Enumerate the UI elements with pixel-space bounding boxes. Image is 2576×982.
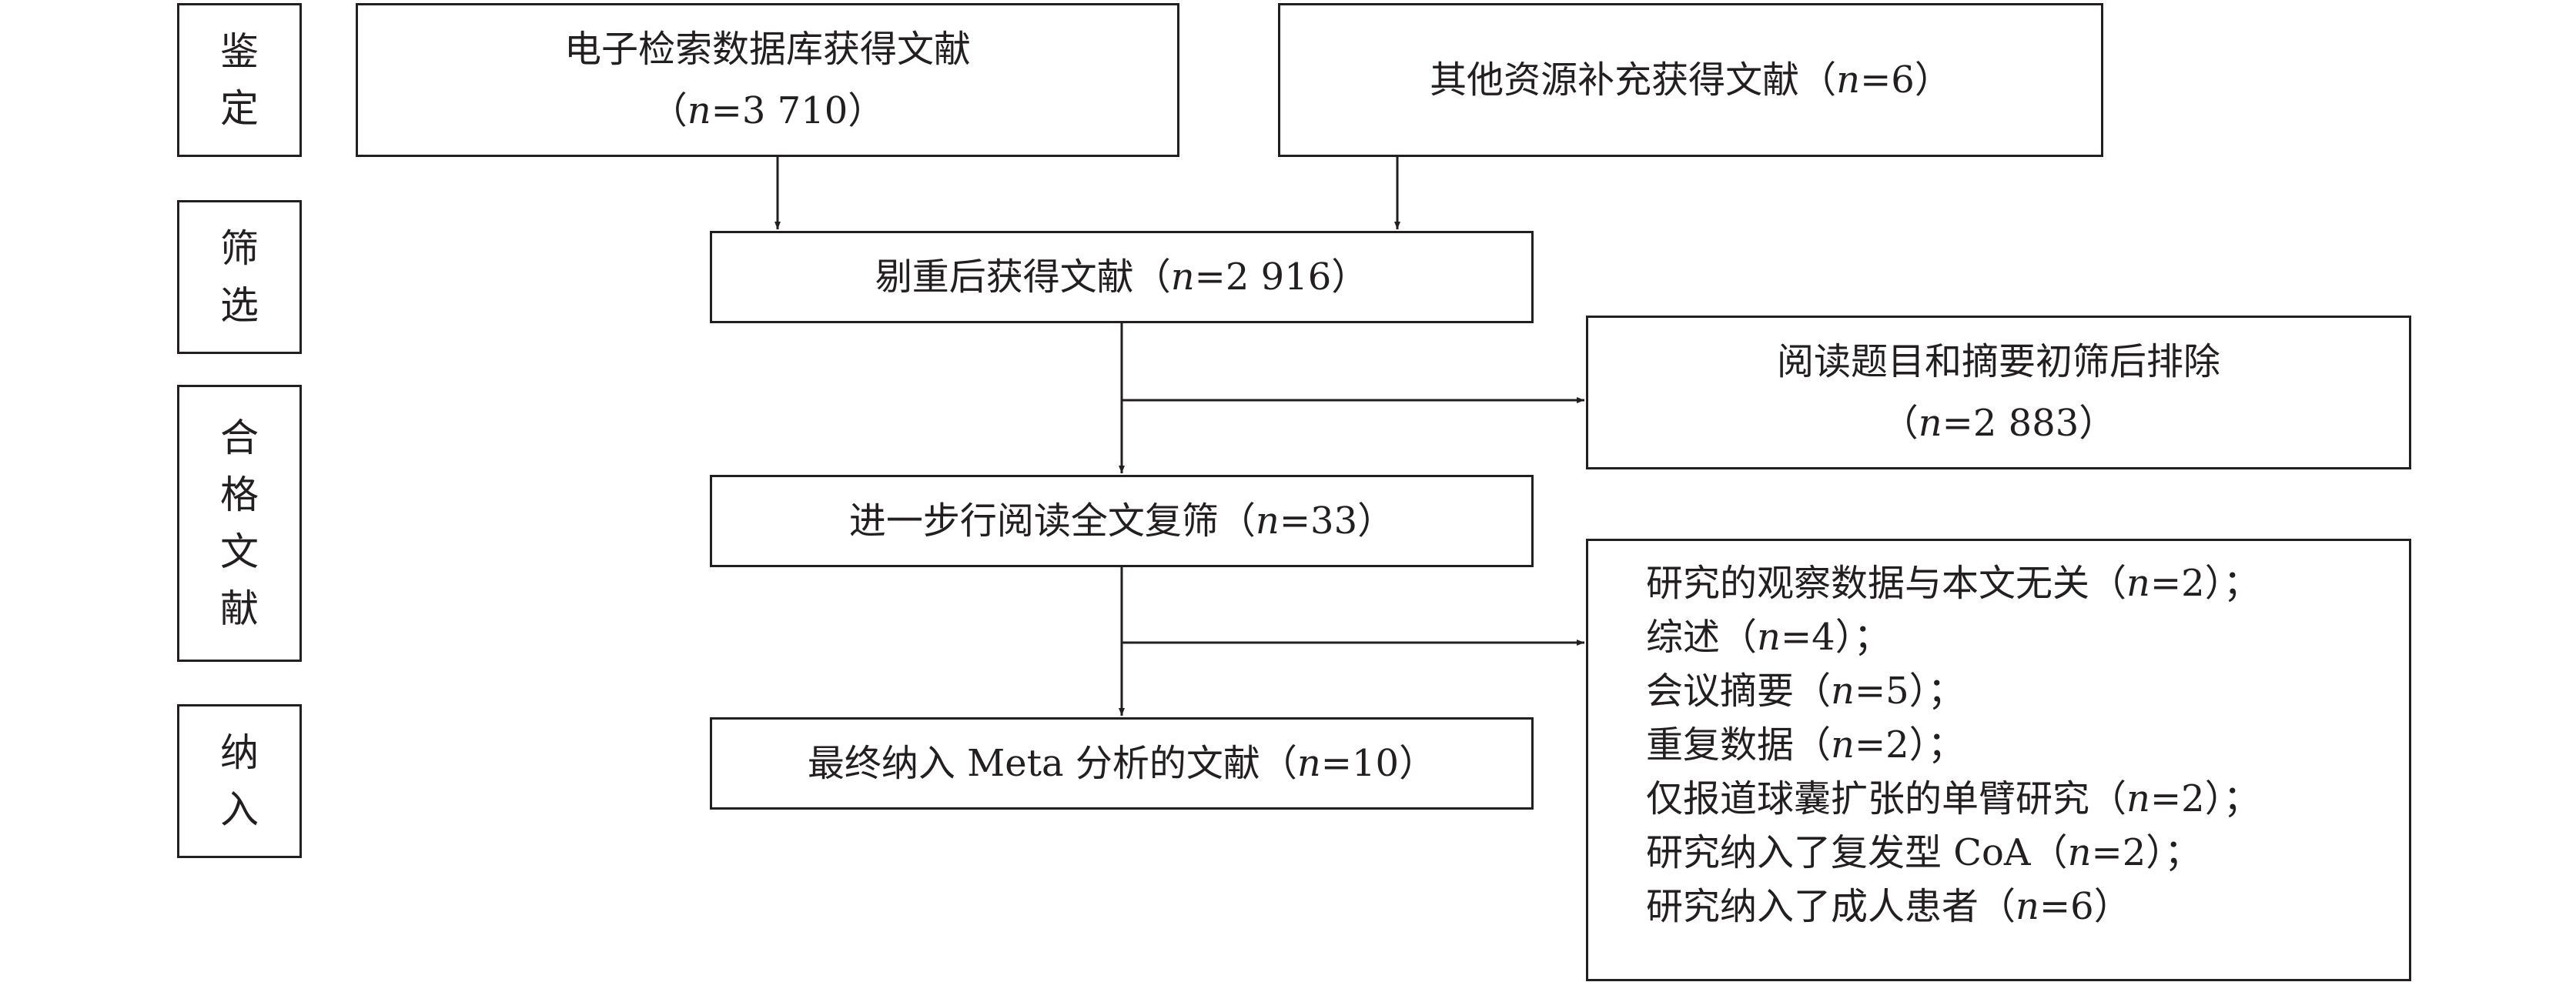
excluded-reason-item: 研究纳入了成人患者（n=6） xyxy=(1646,885,2131,928)
box-electronic-line1: 电子检索数据库获得文献 xyxy=(564,28,971,71)
box-excluded-title-line2: （n=2 883） xyxy=(1881,402,2116,445)
stage-identification: 鉴定 xyxy=(177,3,302,157)
box-final-line1: 最终纳入 Meta 分析的文献（n=10） xyxy=(807,742,1437,785)
box-other-sources: 其他资源补充获得文献（n=6） xyxy=(1278,3,2103,157)
excluded-reason-item: 会议摘要（n=5）； xyxy=(1646,670,1965,713)
stage-screening: 筛选 xyxy=(177,200,302,354)
box-final-included: 最终纳入 Meta 分析的文献（n=10） xyxy=(710,717,1534,810)
excluded-reason-item: 重复数据（n=2）； xyxy=(1646,723,1965,767)
box-dedup-line1: 剔重后获得文献（n=2 916） xyxy=(875,256,1369,299)
stage-eligibility: 合格文献 xyxy=(177,385,302,662)
box-excluded-fulltext: 研究的观察数据与本文无关（n=2）； 综述（n=4）； 会议摘要（n=5）； 重… xyxy=(1586,539,2411,981)
box-electronic-line2: （n=3 710） xyxy=(650,89,885,132)
excluded-reason-item: 研究的观察数据与本文无关（n=2）； xyxy=(1646,562,2260,605)
excluded-reason-item: 研究纳入了复发型 CoA（n=2）； xyxy=(1646,831,2202,874)
stage-label: 纳入 xyxy=(220,730,259,832)
excluded-reason-item: 仅报道球囊扩张的单臂研究（n=2）； xyxy=(1646,777,2260,820)
box-other-line1: 其他资源补充获得文献（n=6） xyxy=(1430,58,1952,102)
box-fulltext-screening: 进一步行阅读全文复筛（n=33） xyxy=(710,475,1534,567)
box-electronic-search: 电子检索数据库获得文献 （n=3 710） xyxy=(356,3,1179,157)
stage-label: 筛选 xyxy=(220,226,259,328)
box-fulltext-line1: 进一步行阅读全文复筛（n=33） xyxy=(848,499,1395,543)
box-excluded-title-abstract: 阅读题目和摘要初筛后排除 （n=2 883） xyxy=(1586,316,2411,469)
box-excluded-title-line1: 阅读题目和摘要初筛后排除 xyxy=(1776,340,2220,383)
stage-label: 合格文献 xyxy=(220,416,259,631)
excluded-reason-item: 综述（n=4）； xyxy=(1646,616,1891,659)
stage-included: 纳入 xyxy=(177,704,302,858)
stage-label: 鉴定 xyxy=(220,29,259,131)
box-deduplicated: 剔重后获得文献（n=2 916） xyxy=(710,231,1534,323)
